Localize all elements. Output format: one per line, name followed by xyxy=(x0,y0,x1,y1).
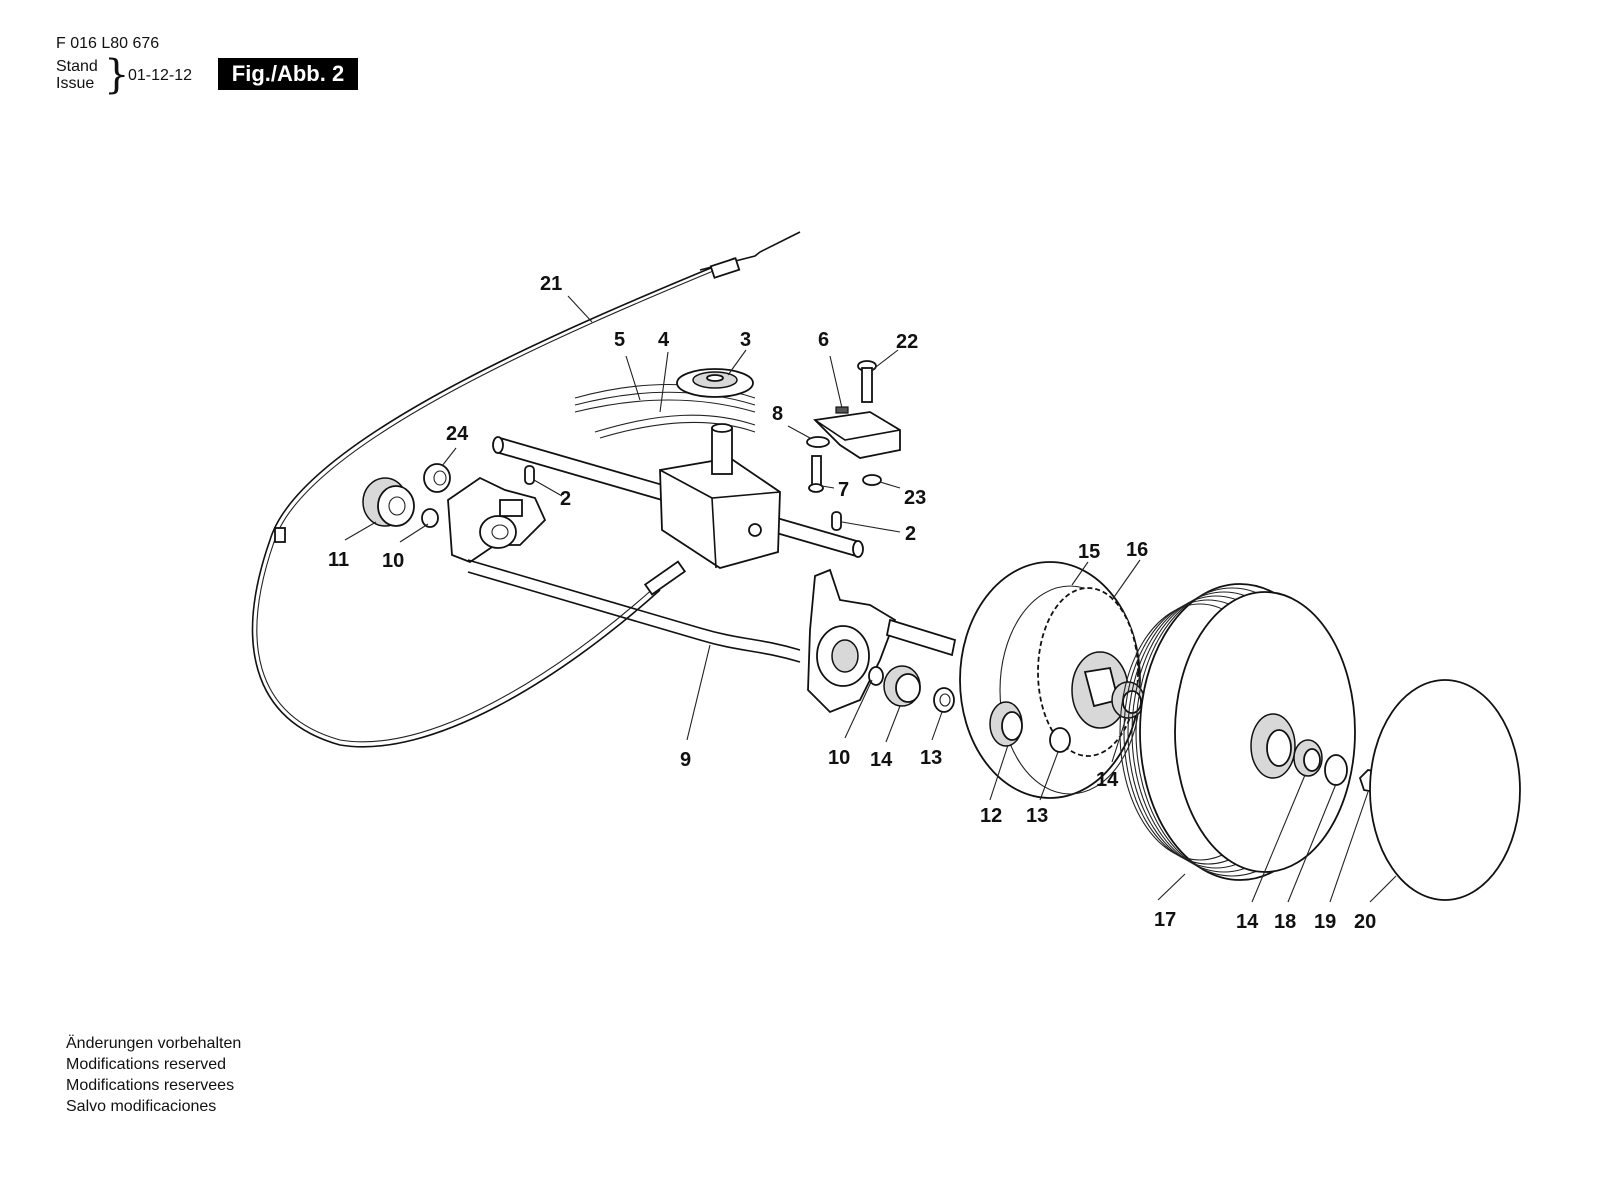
stand-issue-label: Stand Issue xyxy=(56,58,98,92)
part-6-bracket xyxy=(813,406,901,459)
callout-10-left: 10 xyxy=(382,550,404,572)
callout-9: 9 xyxy=(680,749,691,771)
part-2-key-left xyxy=(524,465,535,485)
callout-20: 20 xyxy=(1354,911,1376,933)
callout-21: 21 xyxy=(540,273,562,295)
callout-2-right: 2 xyxy=(905,523,916,545)
callout-17: 17 xyxy=(1154,909,1176,931)
stand-label: Stand xyxy=(56,58,98,75)
right-lever-plate xyxy=(807,568,957,714)
part-17-wheel xyxy=(1119,583,1356,881)
part-18-washer xyxy=(1324,754,1348,786)
issue-label: Issue xyxy=(56,75,95,92)
issue-date: 01-12-12 xyxy=(128,67,193,84)
callout-14-a: 14 xyxy=(870,749,893,771)
part-10-ring-left xyxy=(421,508,439,528)
callout-12: 12 xyxy=(980,805,1002,827)
part-8-washer xyxy=(806,436,830,448)
callout-15: 15 xyxy=(1078,541,1100,563)
footer-line-es: Salvo modificaciones xyxy=(66,1098,217,1115)
part-11-pinion xyxy=(362,477,415,527)
part-2-key-right xyxy=(831,511,842,531)
part-13-washer-b xyxy=(1049,727,1071,753)
callout-10-right: 10 xyxy=(828,747,850,769)
part-23-nut xyxy=(862,474,882,486)
part-20-hubcap xyxy=(1369,679,1521,901)
callout-14-b: 14 xyxy=(1096,769,1119,791)
document-number: F 016 L80 676 xyxy=(56,35,160,52)
part-24-bushing xyxy=(423,463,451,493)
part-14-bearing-c xyxy=(1293,739,1323,777)
callout-16: 16 xyxy=(1126,539,1148,561)
part-3-4-5-belts-pulley xyxy=(574,368,756,439)
part-22-bolt xyxy=(857,360,877,403)
part-10-ring-right xyxy=(868,666,884,686)
callout-13-b: 13 xyxy=(1026,805,1048,827)
left-lever-plate xyxy=(447,476,547,564)
callout-2-left: 2 xyxy=(560,488,571,510)
callout-13-a: 13 xyxy=(920,747,942,769)
footer-line-fr: Modifications reservees xyxy=(66,1077,235,1094)
callout-4: 4 xyxy=(658,329,670,351)
callout-5: 5 xyxy=(614,329,625,351)
footer-line-en: Modifications reserved xyxy=(66,1056,227,1073)
callout-11: 11 xyxy=(328,549,349,571)
part-21-cable xyxy=(251,231,801,748)
part-12-pinion xyxy=(989,701,1023,747)
gearbox-housing xyxy=(659,423,781,569)
callout-7: 7 xyxy=(838,479,849,501)
callout-14-c: 14 xyxy=(1236,911,1259,933)
part-9-rod xyxy=(467,559,801,663)
footer-line-de: Änderungen vorbehalten xyxy=(66,1035,242,1052)
leader-lines xyxy=(344,295,1397,903)
callout-19: 19 xyxy=(1314,911,1336,933)
callout-6: 6 xyxy=(818,329,829,351)
part-13-washer-a xyxy=(933,687,955,713)
part-14-bearing-b xyxy=(1111,681,1145,719)
callout-3: 3 xyxy=(740,329,751,351)
callout-23: 23 xyxy=(904,487,926,509)
part-14-bearing-a xyxy=(883,665,921,707)
part-16-gear xyxy=(1037,587,1139,757)
callout-22: 22 xyxy=(896,331,918,353)
callout-8: 8 xyxy=(772,403,783,425)
footer-notice: Änderungen vorbehalten Modifications res… xyxy=(66,1033,241,1117)
callout-labels: 21 5 4 3 6 22 8 24 2 7 23 2 11 10 15 16 … xyxy=(328,273,1376,933)
figure-label: Fig./Abb. 2 xyxy=(218,58,358,90)
callout-24: 24 xyxy=(446,423,469,445)
part-7-bolt xyxy=(808,455,824,493)
brace-glyph: } xyxy=(104,52,130,98)
callout-18: 18 xyxy=(1274,911,1296,933)
